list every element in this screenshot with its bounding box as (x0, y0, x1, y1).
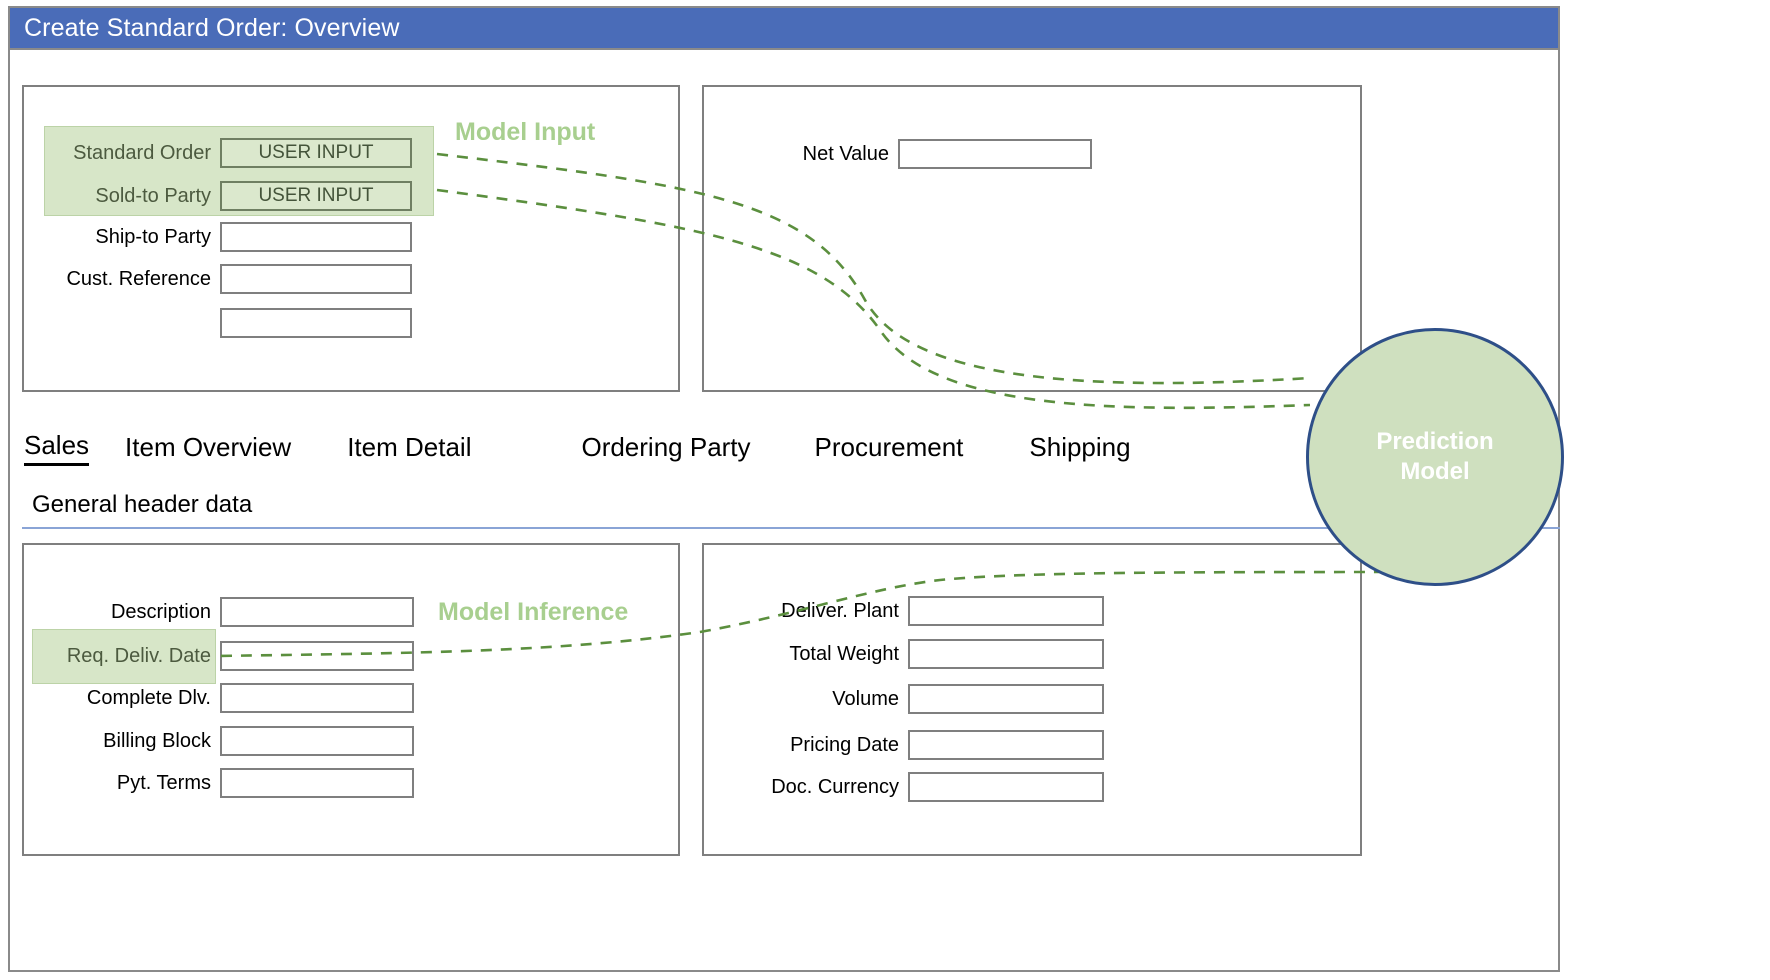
field-input-standard-order[interactable]: USER INPUT (220, 138, 412, 168)
field-input-deliver-plant[interactable] (908, 596, 1104, 626)
tab-item-detail[interactable]: Item Detail (347, 432, 472, 462)
field-label-total-weight: Total Weight (789, 642, 899, 665)
annotation-model-inference: Model Inference (438, 598, 629, 626)
order-header-right-panel (702, 85, 1362, 392)
prediction-model-label-line2: Model (1400, 458, 1470, 485)
field-input-ship-to-party[interactable] (220, 222, 412, 252)
tab-sales[interactable]: Sales (24, 430, 90, 466)
field-label-ship-to-party: Ship-to Party (95, 225, 211, 248)
field-row-ship-to-party[interactable]: Ship-to Party (44, 222, 412, 252)
field-row-standard-order[interactable]: Standard Order USER INPUT (44, 138, 412, 168)
field-input-pricing-date[interactable] (908, 730, 1104, 760)
field-label-doc-currency: Doc. Currency (771, 775, 899, 798)
field-label-req-deliv-date: Req. Deliv. Date (66, 644, 211, 667)
field-row-req-deliv-date[interactable]: Req. Deliv. Date (40, 641, 414, 671)
field-label-pyt-terms: Pyt. Terms (116, 771, 211, 794)
field-input-volume[interactable] (908, 684, 1104, 714)
tab-ordering-party[interactable]: Ordering Party (581, 432, 751, 462)
field-row-billing-block[interactable]: Billing Block (40, 726, 414, 756)
field-input-billing-block[interactable] (220, 726, 414, 756)
field-label-deliver-plant: Deliver. Plant (781, 599, 899, 622)
field-input-req-deliv-date[interactable] (220, 641, 414, 671)
annotation-model-input: Model Input (455, 118, 596, 146)
field-row-doc-currency[interactable]: Doc. Currency (700, 772, 1104, 802)
field-row-volume[interactable]: Volume (700, 684, 1104, 714)
field-label-pricing-date: Pricing Date (790, 733, 899, 756)
field-input-cust-reference[interactable] (220, 264, 412, 294)
tab-bar: Sales Item Overview Item Detail Ordering… (24, 430, 1304, 466)
model-inference-highlight-box (32, 629, 216, 684)
field-row-pricing-date[interactable]: Pricing Date (700, 730, 1104, 760)
field-input-total-weight[interactable] (908, 639, 1104, 669)
page-title: Create Standard Order: Overview (24, 13, 400, 42)
field-input-sold-to-party[interactable]: USER INPUT (220, 181, 412, 211)
field-label-sold-to-party: Sold-to Party (95, 184, 211, 207)
section-divider (22, 527, 1560, 529)
field-label-billing-block: Billing Block (103, 729, 211, 752)
field-row-unlabeled-top-left[interactable] (44, 308, 412, 338)
tab-item-overview[interactable]: Item Overview (125, 432, 292, 462)
field-input-description[interactable] (220, 597, 414, 627)
field-input-net-value[interactable] (898, 139, 1092, 169)
field-label-complete-dlv: Complete Dlv. (86, 686, 211, 709)
field-row-complete-dlv[interactable]: Complete Dlv. (40, 683, 414, 713)
field-row-pyt-terms[interactable]: Pyt. Terms (40, 768, 414, 798)
tab-procurement[interactable]: Procurement (814, 432, 964, 462)
prediction-model-node[interactable]: Prediction Model (1306, 328, 1564, 586)
field-row-total-weight[interactable]: Total Weight (700, 639, 1104, 669)
field-label-standard-order: Standard Order (73, 141, 211, 164)
section-heading-general-header-data: General header data (32, 491, 253, 518)
field-input-complete-dlv[interactable] (220, 683, 414, 713)
field-label-net-value: Net Value (802, 142, 889, 165)
prediction-model-label-line1: Prediction (1376, 428, 1494, 455)
field-row-net-value[interactable]: Net Value (790, 139, 1092, 169)
field-label-description: Description (110, 600, 211, 623)
field-label-volume: Volume (832, 687, 899, 710)
tab-shipping[interactable]: Shipping (1029, 432, 1131, 462)
window-title-bar: Create Standard Order: Overview (8, 6, 1560, 50)
field-input-pyt-terms[interactable] (220, 768, 414, 798)
field-input-doc-currency[interactable] (908, 772, 1104, 802)
field-input-unlabeled-top-left[interactable] (220, 308, 412, 338)
field-row-cust-reference[interactable]: Cust. Reference (44, 264, 412, 294)
field-row-description[interactable]: Description (40, 597, 414, 627)
field-row-deliver-plant[interactable]: Deliver. Plant (700, 596, 1104, 626)
field-label-cust-reference: Cust. Reference (66, 267, 211, 290)
field-row-sold-to-party[interactable]: Sold-to Party USER INPUT (44, 181, 412, 211)
